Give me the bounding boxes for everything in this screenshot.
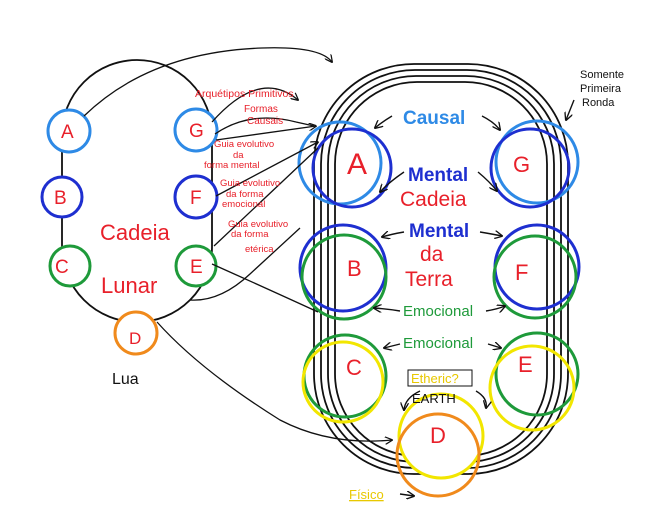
lunar-chain-title-line2: Lunar [101,273,157,298]
earth-globe-a-mental-ring [311,127,393,209]
note-line1: Somente [580,69,624,81]
earth-globe-g-causal-ring [494,119,580,205]
lunar-globe-c-letter: C [55,257,69,278]
label-formas: Formas [244,104,278,115]
earth-globe-c-letter: C [346,355,362,380]
label-da: da [420,243,444,266]
lunar-globe-b-circle [40,175,84,219]
label-guia-eterica-2: da forma [231,229,269,240]
plane-arrows [374,99,575,496]
earth-globe-d-etheric-ring [397,392,485,480]
earth-globe-c-etheric-ring [301,340,385,424]
earth-globe-g-letter: G [513,152,530,177]
note-line3: Ronda [582,97,615,109]
label-emocional-2: Emocional [403,335,473,352]
earth-globe-b-mental-ring [298,223,388,313]
label-guia-mental-3: forma mental [204,160,259,171]
earth-globe-f-mental-ring [493,223,581,311]
lunar-chain-title-line1: Cadeia [100,220,170,245]
earth-globe-f-letter: F [515,260,528,285]
lunar-globe-b-letter: B [54,188,67,209]
label-etheric-box [407,369,473,387]
label-earth: EARTH [412,391,456,406]
lunar-globe-a-letter: A [61,122,74,143]
label-arquetipos: Arquétipos Primitivos [195,88,294,100]
earth-globe-g-mental-ring [489,127,571,209]
label-causais: Causais [247,116,283,127]
label-guia-eterica-1: Guia evolutivo [228,219,288,230]
lunar-chain: A B C D E F G Cadeia Lunar Lua [40,59,219,388]
earth-globe-d-letter: D [430,423,446,448]
label-guia-mental-2: da [233,150,244,161]
transfer-lines [83,47,392,441]
lunar-globe-f-letter: F [190,188,202,209]
lunar-globe-f-circle [173,174,219,220]
earth-globe-b-letter: B [347,256,362,281]
earth-globe-b-emocional-ring [300,233,388,321]
earth-globe-a-letter: A [347,148,367,181]
label-etheric: Etheric? [411,371,459,386]
note-line2: Primeira [580,83,622,95]
label-guia-emocional-1: Guia evolutivo [220,178,280,189]
moon-label: Lua [112,371,139,388]
label-fisico: Físico [349,487,384,502]
lunar-globe-e-letter: E [190,257,203,278]
label-emocional-1: Emocional [403,303,473,320]
label-mental-2: Mental [409,221,469,242]
lunar-globe-c-circle [48,244,92,288]
earth-globe-f-emocional-ring [492,234,578,320]
transfer-labels: Arquétipos Primitivos Formas Causais Gui… [195,88,294,255]
earth-globe-e-etheric-ring [488,344,576,432]
lunar-globe-a-circle [46,108,92,154]
label-guia-emocional-3: emocional [222,199,265,210]
earth-globe-e-letter: E [518,352,533,377]
label-guia-eterica-3: etérica [245,244,274,255]
earth-globe-c-emocional-ring [302,333,388,419]
label-guia-emocional-2: da forma [226,189,264,200]
lunar-globe-d-letter: D [129,329,141,348]
earth-globe-d-fisico-ring [395,412,481,498]
label-guia-mental-1: Guia evolutivo [214,139,274,150]
label-causal: Causal [403,108,465,129]
lunar-globe-g-letter: G [189,121,204,142]
lunar-globe-g-circle [173,107,219,153]
earth-chain: A G B F C E D Causal Mental Cadeia Menta… [297,63,624,502]
lunar-globe-d-circle [113,310,159,356]
label-mental-1: Mental [408,165,468,186]
label-cadeia-1: Cadeia [400,188,467,211]
label-terra: Terra [405,268,453,291]
earth-globe-e-emocional-ring [494,331,580,417]
